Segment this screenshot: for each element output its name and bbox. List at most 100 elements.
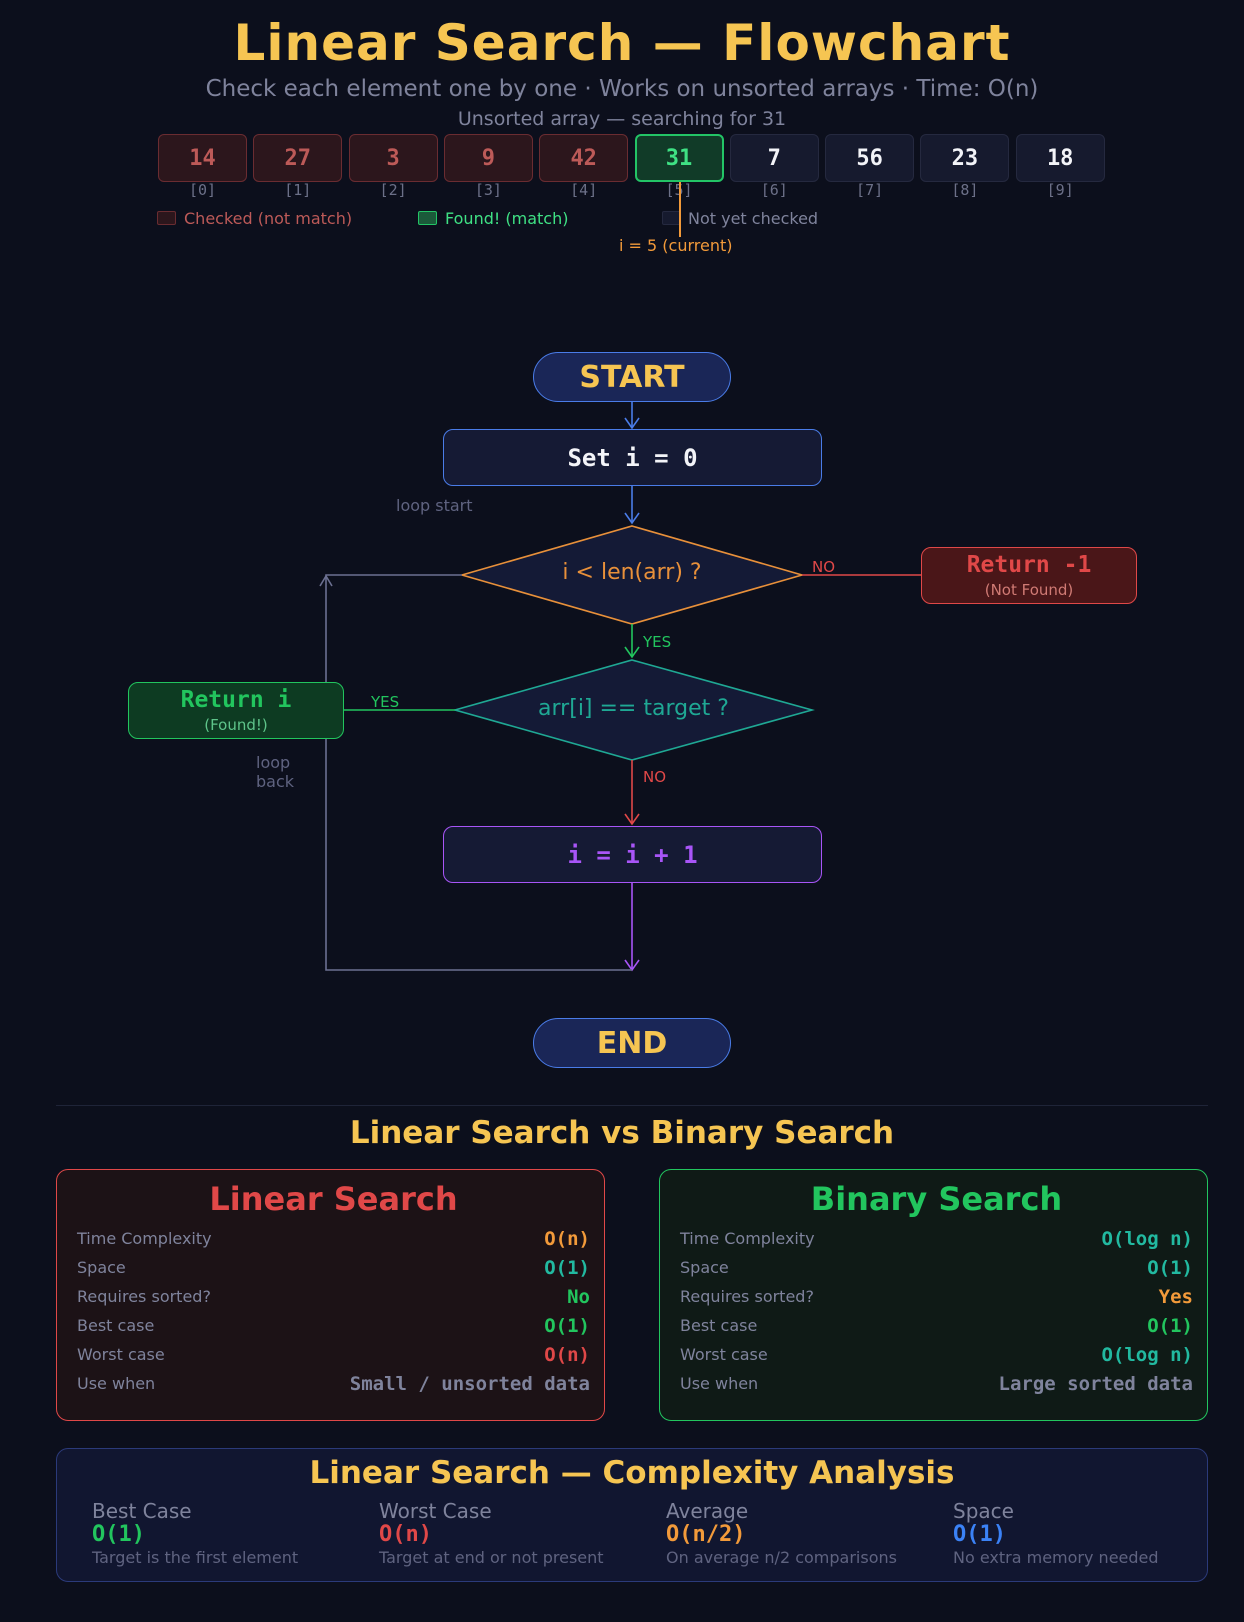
current-pointer-line: [679, 182, 681, 237]
array-cell: 7: [729, 134, 819, 182]
binary-card-title: Binary Search: [810, 1180, 1063, 1218]
match-condition-text: arr[i] == target ?: [538, 696, 729, 721]
metric-description: On average n/2 comparisons: [666, 1548, 897, 1567]
array-cell: 23: [920, 134, 1010, 182]
array-index-label: [2]: [379, 181, 407, 199]
legend-label-pending: Not yet checked: [688, 209, 819, 228]
metric-value: O(n/2): [666, 1522, 746, 1547]
arrowhead-yes-match: [624, 646, 640, 659]
flowchart-connectors: [319, 402, 921, 972]
comparison-row-value: O(1): [544, 1314, 590, 1337]
array-index-label: [8]: [951, 181, 979, 199]
comparison-row-value: O(log n): [1101, 1343, 1193, 1366]
no-label-bounds: NO: [812, 558, 836, 576]
metric-label: Average: [666, 1499, 749, 1523]
comparison-row-key: Requires sorted?: [77, 1287, 211, 1306]
page-subtitle: Check each element one by one · Works on…: [205, 76, 1039, 102]
array-index-label: [1]: [284, 181, 312, 199]
comparison-row-value: Yes: [1158, 1285, 1193, 1308]
return-fail-subtext: (Not Found): [984, 581, 1074, 599]
loop-back-label: loop back: [256, 753, 294, 791]
comparison-row: Space O(1): [77, 1253, 590, 1282]
metric-description: No extra memory needed: [953, 1548, 1159, 1567]
complexity-analysis-panel: Linear Search — Complexity Analysis Best…: [56, 1448, 1208, 1582]
comparison-row: Requires sorted? No: [77, 1282, 590, 1311]
page-title: Linear Search — Flowchart: [233, 14, 1011, 72]
start-node: START: [533, 352, 731, 402]
metric-label: Best Case: [92, 1499, 192, 1523]
comparison-row-key: Requires sorted?: [680, 1287, 814, 1306]
comparison-row: Best case O(1): [680, 1311, 1193, 1340]
yes-label-bounds: YES: [643, 633, 672, 651]
return-fail-text: Return -1: [966, 552, 1092, 578]
array-cell: 9: [443, 134, 533, 182]
comparison-row-key: Time Complexity: [77, 1229, 212, 1248]
return-found-text: Return i: [180, 687, 292, 713]
comparison-row-key: Worst case: [77, 1345, 165, 1364]
legend-label-checked: Checked (not match): [184, 209, 353, 228]
return-found-subtext: (Found!): [204, 716, 268, 734]
comparison-row-value: O(log n): [1101, 1227, 1193, 1250]
array-cell: 27: [253, 134, 343, 182]
comparison-row-value: O(1): [1147, 1256, 1193, 1279]
arrowhead-init-cond: [624, 512, 640, 525]
increment-node: i = i + 1: [443, 826, 822, 883]
comparison-row: Worst case O(n): [77, 1340, 590, 1369]
comparison-row-key: Space: [77, 1258, 126, 1277]
loop-back-path: [325, 574, 632, 971]
comparison-row: Worst case O(log n): [680, 1340, 1193, 1369]
comparison-row-key: Time Complexity: [680, 1229, 815, 1248]
arrowhead-start-init: [624, 417, 640, 430]
arrowhead-no-increment: [624, 813, 640, 826]
array-cell: 18: [1015, 134, 1105, 182]
comparison-row-value: O(n): [544, 1343, 590, 1366]
comparison-row-value: O(1): [544, 1256, 590, 1279]
array-cell: 42: [539, 134, 629, 182]
metric-description: Target at end or not present: [379, 1548, 604, 1567]
array-cell: 31: [634, 134, 724, 182]
comparison-row-key: Use when: [77, 1374, 156, 1393]
comparison-row: Requires sorted? Yes: [680, 1282, 1193, 1311]
end-node: END: [533, 1018, 731, 1068]
metric-description: Target is the first element: [92, 1548, 299, 1567]
comparison-row-value: O(1): [1147, 1314, 1193, 1337]
array-index-label: [7]: [856, 181, 884, 199]
section-divider: [56, 1105, 1208, 1106]
array-cell: 3: [348, 134, 438, 182]
analysis-title: Linear Search — Complexity Analysis: [309, 1455, 955, 1491]
loop-back-label-line2: back: [256, 772, 295, 791]
metric-value: O(n): [379, 1522, 432, 1547]
metric-value: O(1): [953, 1522, 1006, 1547]
array-index-label: [3]: [474, 181, 502, 199]
loop-back-arrowhead: [319, 574, 333, 587]
yes-label-match: YES: [371, 693, 400, 711]
legend-label-found: Found! (match): [445, 209, 569, 228]
comparison-row-key: Worst case: [680, 1345, 768, 1364]
metric-label: Worst Case: [379, 1499, 492, 1523]
bounds-condition-text: i < len(arr) ?: [562, 560, 702, 585]
current-pointer-label: i = 5 (current): [619, 236, 733, 255]
array-index-label: [6]: [760, 181, 788, 199]
comparison-row-value: No: [567, 1285, 590, 1308]
comparison-row: Space O(1): [680, 1253, 1193, 1282]
comparison-row-key: Best case: [680, 1316, 758, 1335]
comparison-row: Time Complexity O(n): [77, 1224, 590, 1253]
comparison-row-value: O(n): [544, 1227, 590, 1250]
comparison-row-key: Space: [680, 1258, 729, 1277]
legend-swatch-found: [418, 211, 437, 225]
array-index-label: [9]: [1046, 181, 1074, 199]
array-cell: 14: [158, 134, 247, 182]
loop-back-label-line1: loop: [256, 753, 291, 772]
array-index-label: [0]: [188, 181, 217, 199]
init-node: Set i = 0: [443, 429, 822, 486]
array-cell: 56: [825, 134, 915, 182]
comparison-row: Time Complexity O(log n): [680, 1224, 1193, 1253]
